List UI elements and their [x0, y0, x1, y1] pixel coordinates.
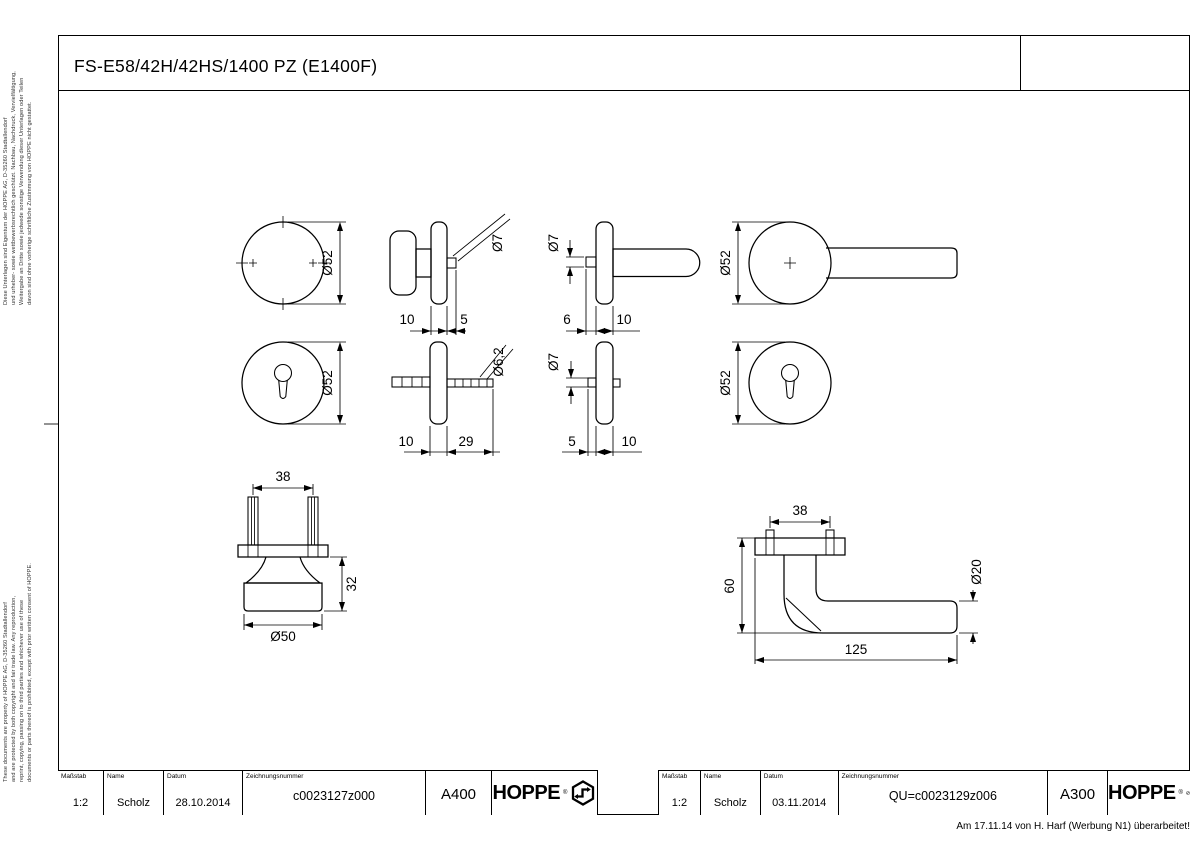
dim-label: Ø50 — [270, 629, 296, 644]
view-knob-side: Ø7 10 5 — [389, 213, 511, 335]
hoppe-wordmark: HOPPE — [1108, 781, 1176, 804]
hoppe-wordmark: HOPPE — [492, 781, 561, 804]
dim-label: 125 — [845, 642, 868, 657]
dim-label: 32 — [344, 576, 359, 591]
drawing-number-value: c0023127z000 — [292, 789, 376, 803]
drawing-number-value: QU=c0023129z006 — [888, 789, 997, 803]
dim-label: 5 — [568, 434, 576, 449]
scale-label: Maßstab — [61, 773, 87, 780]
title-block-right: Maßstab 1:2 Name Scholz Datum 03.11.2014… — [658, 770, 1190, 815]
date-label: Datum — [167, 773, 187, 780]
dim-label: Ø20 — [969, 559, 984, 585]
registered-mark: ® — [563, 790, 568, 796]
view-pz-rose-front-right: Ø52 — [718, 341, 832, 425]
hoppe-logo: HOPPE® — [492, 771, 598, 815]
drawing-title: FS-E58/42H/42HS/1400 PZ (E1400F) — [74, 56, 378, 76]
scale-label: Maßstab — [662, 773, 688, 780]
date-cell: Datum 03.11.2014 — [761, 771, 839, 815]
hoppe-hexagon-icon — [1186, 791, 1190, 795]
dim-label: Ø7 — [546, 234, 561, 252]
scale-value: 1:2 — [671, 797, 688, 809]
drawing-number-label: Zeichnungsnummer — [246, 773, 304, 780]
date-cell: Datum 28.10.2014 — [164, 771, 243, 815]
title-block-left: Maßstab 1:2 Name Scholz Datum 28.10.2014… — [58, 770, 598, 815]
dim-label: Ø6,2 — [491, 347, 506, 376]
dim-label: Ø52 — [718, 250, 733, 276]
name-cell: Name Scholz — [701, 771, 761, 815]
view-rose-lever-front: Ø52 — [718, 221, 958, 305]
registered-mark: ® — [1178, 790, 1183, 796]
dim-label: 10 — [399, 312, 414, 327]
dim-label: 38 — [792, 503, 807, 518]
dim-label: Ø7 — [490, 234, 505, 252]
dim-label: 29 — [458, 434, 473, 449]
date-value: 03.11.2014 — [772, 797, 827, 809]
code-cell: A400 — [426, 771, 492, 815]
view-pz-rose-front-left: Ø52 — [241, 341, 346, 425]
code-value: A400 — [440, 786, 477, 803]
dim-label: Ø52 — [718, 370, 733, 396]
view-rose-front-left: Ø52 — [236, 216, 346, 310]
drawing-number-cell: Zeichnungsnummer c0023127z000 — [243, 771, 426, 815]
header-divider — [58, 90, 1189, 91]
code-cell: A300 — [1048, 771, 1109, 815]
scale-cell: Maßstab 1:2 — [58, 771, 104, 815]
name-label: Name — [703, 773, 722, 780]
drawing-frame — [58, 35, 1190, 815]
dim-label: 10 — [621, 434, 636, 449]
hoppe-hexagon-icon — [572, 780, 595, 806]
date-value: 28.10.2014 — [175, 797, 231, 809]
view-pz-rose-side-2: Ø7 5 10 — [546, 341, 642, 456]
drawing-number-label: Zeichnungsnummer — [841, 773, 900, 780]
name-label: Name — [107, 773, 125, 780]
dim-label: 6 — [563, 312, 571, 327]
dim-label: 60 — [722, 578, 737, 593]
name-value: Scholz — [116, 797, 151, 809]
dim-label: 5 — [460, 312, 468, 327]
scale-cell: Maßstab 1:2 — [659, 771, 701, 815]
dim-label: Ø52 — [320, 370, 335, 396]
view-lever-top: Ø7 6 10 — [546, 221, 701, 335]
dim-label: Ø52 — [320, 250, 335, 276]
code-value: A300 — [1060, 786, 1096, 803]
dim-label: 38 — [275, 469, 290, 484]
scale-value: 1:2 — [72, 797, 89, 809]
date-label: Datum — [763, 773, 783, 780]
drawing-number-cell: Zeichnungsnummer QU=c0023129z006 — [839, 771, 1049, 815]
hoppe-logo: HOPPE® — [1108, 771, 1190, 815]
view-knob-assembly: 38 32 Ø50 — [237, 469, 359, 644]
view-pz-rose-side-1: Ø6,2 10 29 — [391, 341, 514, 456]
revision-note: Am 17.11.14 von H. Harf (Werbung N1) übe… — [956, 821, 1190, 832]
dim-label: Ø7 — [546, 353, 561, 371]
view-lever-side: 38 60 125 Ø20 — [722, 503, 984, 664]
name-value: Scholz — [713, 797, 747, 809]
header-right-divider — [1020, 35, 1021, 90]
dim-label: 10 — [616, 312, 631, 327]
name-cell: Name Scholz — [104, 771, 164, 815]
dim-label: 10 — [398, 434, 413, 449]
